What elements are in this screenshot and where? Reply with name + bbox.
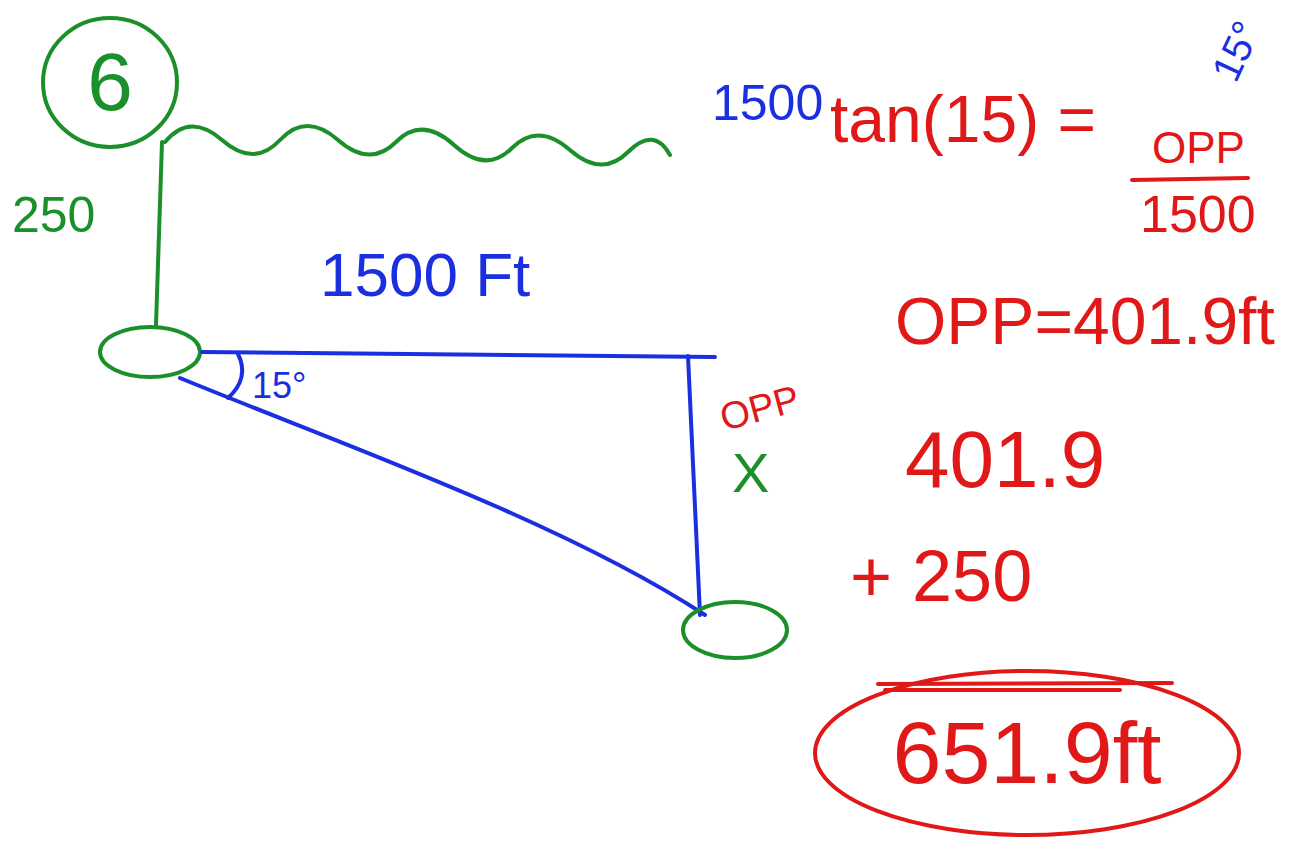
hypotenuse <box>180 378 705 615</box>
end-point <box>683 602 787 658</box>
fraction-denominator: 1500 <box>1140 188 1256 240</box>
sum-line <box>878 683 1172 690</box>
start-point <box>100 327 200 377</box>
answer-circle: 651.9ft <box>812 668 1242 838</box>
ellipse-outline <box>815 671 1239 835</box>
ellipse-outline <box>43 18 177 147</box>
vertical-leg <box>688 356 700 615</box>
angle-arc <box>228 354 242 398</box>
result-line: OPP=401.9ft <box>895 288 1275 354</box>
angle-label: 15° <box>252 368 306 404</box>
addend: + 250 <box>850 540 1032 612</box>
fraction-bar <box>1132 178 1248 180</box>
angle-note: 15° <box>1205 15 1267 87</box>
node-text: 6 <box>87 41 133 123</box>
side-label: OPP <box>716 379 803 436</box>
distance-note: 1500 <box>712 78 823 128</box>
depth-value: 250 <box>12 190 95 240</box>
addend: 401.9 <box>905 420 1105 500</box>
water-surface <box>165 126 670 165</box>
equation-left: tan(15) = <box>830 86 1096 152</box>
horizontal-leg <box>202 352 715 357</box>
fraction-numerator: OPP <box>1152 126 1245 170</box>
distance-label: 1500 Ft <box>320 244 530 306</box>
unknown-label: X <box>732 445 769 501</box>
node-text: 651.9ft <box>892 709 1161 797</box>
depth-line <box>156 142 162 325</box>
problem-number: 6 <box>40 15 180 150</box>
